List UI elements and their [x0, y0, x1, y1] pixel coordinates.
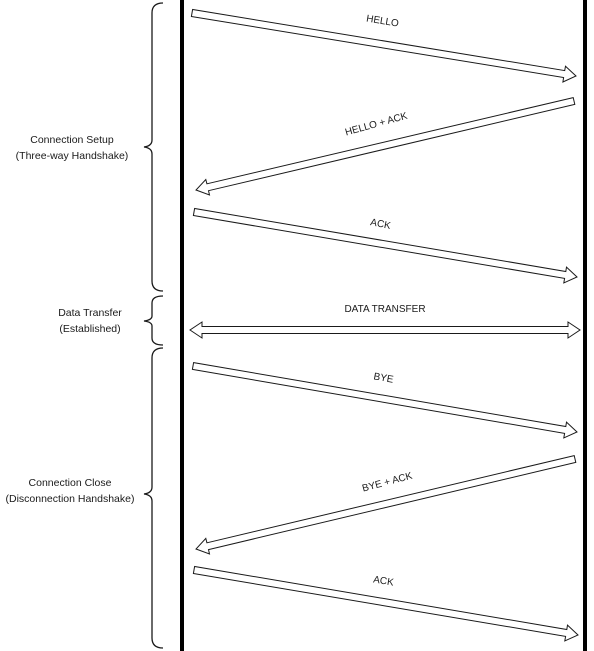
ack-2-arrow — [192, 565, 579, 642]
bye-label: BYE — [373, 371, 395, 385]
transfer-label-line2: (Established) — [59, 323, 120, 335]
message-arrows — [189, 8, 581, 642]
close-label-line1: Connection Close — [29, 477, 112, 489]
setup-label-line2: (Three-way Handshake) — [16, 150, 129, 162]
hello-ack-label: HELLO + ACK — [344, 111, 409, 139]
data-transfer-arrow — [189, 321, 581, 339]
setup-brace — [143, 2, 164, 292]
bye-ack-arrow — [195, 454, 577, 555]
ack-1-label: ACK — [369, 217, 392, 232]
close-label-line2: (Disconnection Handshake) — [6, 493, 135, 505]
ack-2-label: ACK — [372, 574, 394, 588]
setup-label-line1: Connection Setup — [30, 134, 114, 146]
hello-arrow — [190, 8, 577, 83]
hello-ack-arrow — [195, 96, 576, 196]
transfer-brace — [143, 295, 164, 346]
bye-arrow — [191, 362, 578, 439]
ack-1-arrow — [192, 207, 578, 284]
close-brace — [143, 347, 164, 649]
bye-ack-label: BYE + ACK — [361, 471, 414, 495]
transfer-label-line1: Data Transfer — [58, 307, 122, 319]
data-transfer-label: DATA TRANSFER — [344, 304, 425, 315]
hello-label: HELLO — [365, 13, 399, 29]
